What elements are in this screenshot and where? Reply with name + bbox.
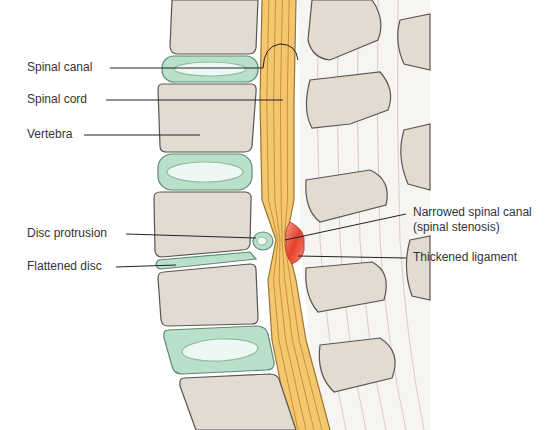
disc-nucleus <box>257 237 267 245</box>
leader-line <box>116 265 176 267</box>
disc-nucleus <box>174 62 246 76</box>
posterior-bones <box>306 0 430 392</box>
part-label: Narrowed spinal canal (spinal stenosis) <box>413 205 548 235</box>
leader-lines <box>84 68 406 267</box>
part-label: Spinal canal <box>27 60 92 75</box>
vertebra-body <box>180 374 296 430</box>
flattened-disc <box>156 252 256 269</box>
ligament-band <box>298 0 430 430</box>
vertebra-body <box>158 264 258 326</box>
lamina-bone <box>308 0 381 60</box>
facet-bone <box>398 14 430 70</box>
vertebra-body <box>170 0 258 54</box>
healthy-disc <box>164 326 274 374</box>
vertebra-body <box>154 192 251 257</box>
facet-bone <box>406 236 430 300</box>
lamina-bone <box>306 72 390 128</box>
healthy-disc <box>162 56 258 82</box>
vertebra-body <box>158 84 256 152</box>
part-label: Disc protrusion <box>27 226 107 241</box>
leader-line <box>84 135 200 136</box>
leader-line <box>106 100 283 101</box>
disc-protrusion <box>253 232 273 250</box>
lamina-bone <box>306 170 388 222</box>
canal-bracket <box>263 44 298 68</box>
leader-line <box>298 256 406 258</box>
part-label: Spinal cord <box>27 92 87 107</box>
part-label: Vertebra <box>27 127 72 142</box>
lamina-bone <box>319 338 395 392</box>
nerve-fibre <box>280 0 314 430</box>
leader-line <box>285 214 406 240</box>
facet-bone <box>401 124 430 190</box>
lamina-bone <box>306 262 387 312</box>
leader-line <box>110 68 263 69</box>
part-label: Thickened ligament <box>413 250 517 265</box>
discs <box>156 56 274 374</box>
healthy-disc <box>158 154 252 190</box>
part-label: Flattened disc <box>27 259 102 274</box>
nerve-fibre <box>284 0 322 430</box>
canal-wall <box>286 0 330 430</box>
vertebral-bodies <box>154 0 296 430</box>
leader-line <box>126 234 256 238</box>
disc-nucleus <box>181 337 258 363</box>
nerve-fibre <box>274 0 306 430</box>
thickened-ligament <box>286 222 305 264</box>
disc-nucleus <box>167 162 243 182</box>
